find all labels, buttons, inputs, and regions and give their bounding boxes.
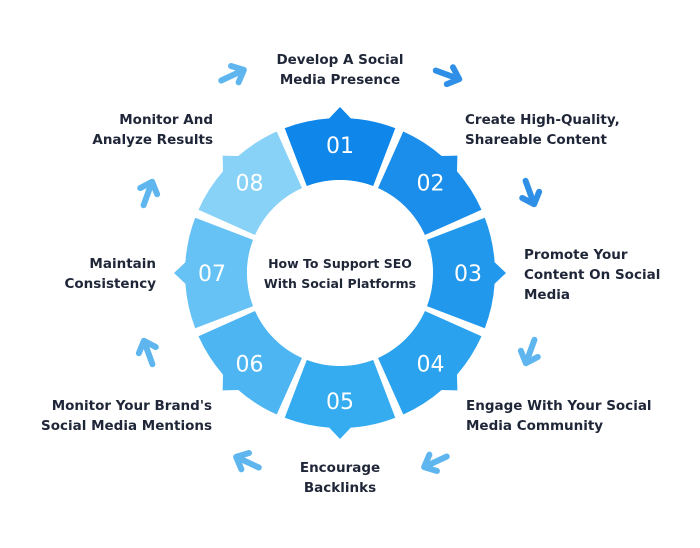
step-label-06-line-2: Social Media Mentions — [41, 418, 212, 434]
wheel-segments — [174, 107, 506, 439]
step-label-08-line-2: Analyze Results — [92, 132, 213, 148]
flow-arrows — [135, 62, 543, 475]
segment-number-08: 08 — [235, 171, 263, 196]
step-label-05: Encourage Backlinks — [270, 458, 410, 498]
segment-05 — [284, 359, 396, 439]
step-label-01-line-2: Media Presence — [279, 72, 401, 88]
segment-02 — [377, 131, 482, 236]
step-label-04-line-2: Media Community — [466, 418, 604, 434]
segment-numbers: 01 02 03 04 05 06 07 08 — [198, 134, 482, 415]
segment-08 — [198, 131, 303, 236]
arrow-to-06-icon — [233, 449, 262, 473]
arrow-to-01-icon — [218, 62, 247, 86]
segment-number-03: 03 — [454, 262, 482, 287]
arrow-to-05-icon — [421, 451, 450, 475]
center-title-line-2: With Social Platforms — [263, 276, 417, 291]
step-label-07-line-1: Maintain — [89, 256, 156, 272]
step-label-06-line-1: Monitor Your Brand's — [51, 398, 212, 414]
segment-number-02: 02 — [417, 171, 445, 196]
step-label-02: Create High-Quality, Shareable Content — [465, 110, 620, 150]
step-label-04: Engage With Your Social Media Community — [466, 396, 652, 436]
step-label-06: Monitor Your Brand's Social Media Mentio… — [20, 396, 212, 436]
center-title-line-1: How To Support SEO — [268, 256, 412, 271]
segment-number-01: 01 — [326, 134, 354, 159]
step-label-01-line-1: Develop A Social — [276, 52, 404, 68]
step-label-03-line-3: Media — [524, 287, 570, 303]
step-label-07-line-2: Consistency — [64, 276, 156, 292]
step-label-05-line-1: Encourage — [299, 460, 381, 476]
arrow-to-08-icon — [137, 178, 161, 209]
step-label-02-line-1: Create High-Quality, — [465, 112, 620, 128]
step-label-01: Develop A Social Media Presence — [262, 50, 418, 90]
step-label-08: Monitor And Analyze Results — [40, 110, 213, 150]
center-title: How To Support SEO With Social Platforms — [250, 254, 430, 294]
segment-03 — [426, 217, 506, 329]
step-label-03-line-1: Promote Your — [524, 247, 628, 263]
step-label-05-line-2: Backlinks — [303, 480, 377, 496]
arrow-to-03-icon — [519, 177, 543, 208]
segment-number-07: 07 — [198, 262, 226, 287]
segment-number-04: 04 — [417, 353, 445, 378]
segment-number-06: 06 — [235, 353, 263, 378]
step-label-07: Maintain Consistency — [20, 254, 156, 294]
center-circle — [247, 180, 433, 366]
segment-number-05: 05 — [326, 390, 354, 415]
segment-01 — [284, 107, 396, 187]
arrow-to-04-icon — [517, 336, 541, 367]
segment-06 — [198, 310, 303, 415]
segment-07 — [174, 217, 254, 329]
step-label-04-line-1: Engage With Your Social — [466, 398, 652, 414]
step-label-08-line-1: Monitor And — [119, 112, 213, 128]
arrow-to-02-icon — [432, 64, 463, 88]
arrow-to-07-icon — [135, 337, 159, 368]
step-label-03-line-2: Content On Social — [524, 267, 661, 283]
segment-04 — [377, 310, 482, 415]
step-label-03: Promote Your Content On Social Media — [524, 245, 660, 305]
step-label-02-line-2: Shareable Content — [465, 132, 607, 148]
